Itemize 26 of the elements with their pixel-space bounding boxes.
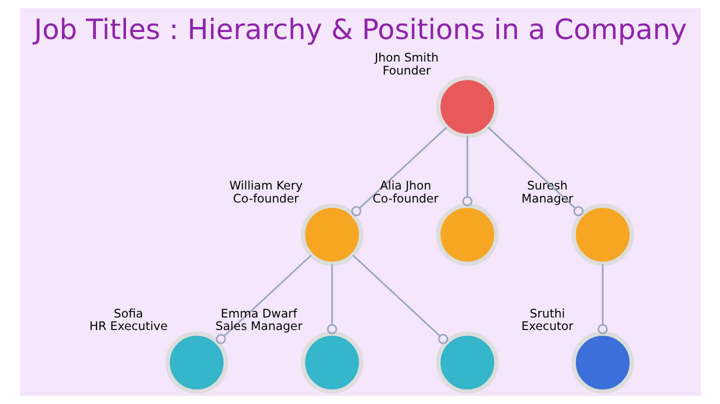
node-person [436,204,498,266]
diagram-title: Job Titles : Hierarchy & Positions in a Company [34,13,686,46]
connector [326,264,337,334]
node-label: HR Executive [88,319,168,334]
node-label: Founder [382,64,430,78]
connector [462,136,472,206]
connector [352,254,448,344]
connector [215,254,312,344]
node-person [571,331,634,394]
node-person [436,76,498,138]
node-label: Manager [521,191,573,206]
node-label: Alia Jhon [379,178,431,192]
node-label: Co-founder [372,191,438,206]
node-label: William Kery [228,178,302,192]
node-label: Jhon Smith [374,50,438,65]
node-label: Sofia [113,306,143,320]
connector [597,264,608,334]
node-label: Emma Dwarf [220,306,297,320]
connector [350,126,447,216]
node-label: Executor [520,319,573,334]
node-label: Sales Manager [215,319,302,334]
node-label: Suresh [526,178,568,192]
node-label: Co-founder [232,191,298,206]
node-label: Sruthi [529,306,564,320]
connector [487,126,584,216]
node-person [300,331,363,394]
